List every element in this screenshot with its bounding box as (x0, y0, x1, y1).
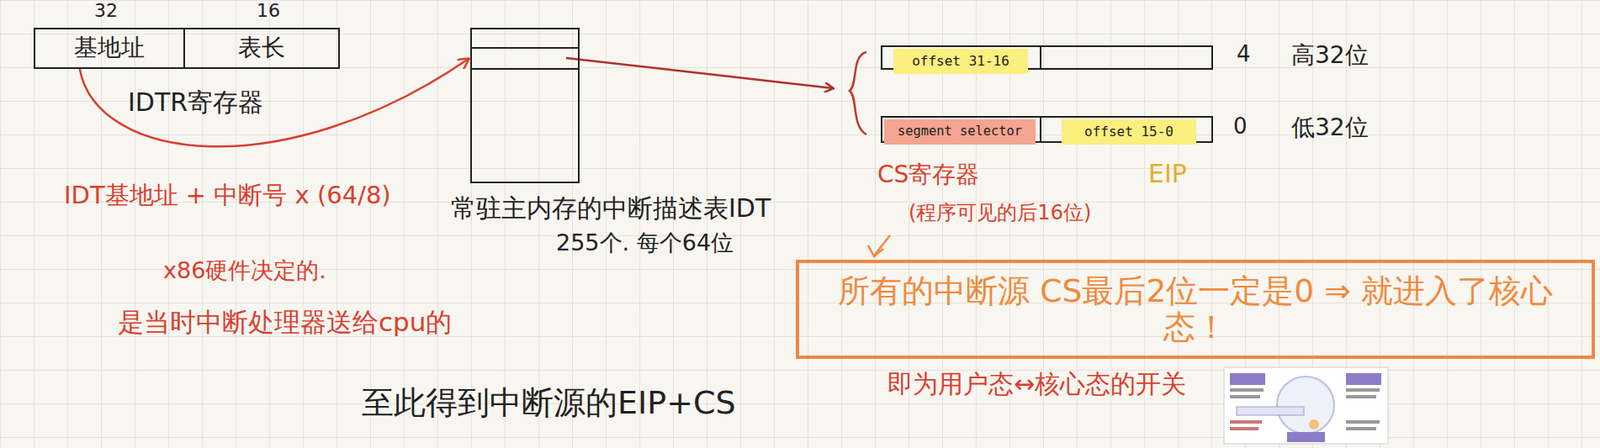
pointer-arrow (566, 58, 833, 89)
descriptor-divider (1039, 116, 1042, 143)
curved-arrow (79, 58, 469, 147)
note-text: 所有的中断源 CS最后2位一定是0 ⇒ 就进入了核心态！ (810, 273, 1580, 347)
half-label: 高32位 (1291, 42, 1369, 69)
table-row-line (470, 47, 580, 49)
register-name: IDTR寄存器 (127, 88, 264, 118)
field-label: 基地址 (74, 34, 145, 62)
offset-number: 0 (1233, 114, 1248, 140)
field-label: 表长 (238, 34, 286, 62)
leader-head (868, 245, 884, 257)
register-field: 表长 (183, 29, 339, 68)
descriptor-divider (1039, 46, 1042, 69)
bit-width: 16 (256, 0, 281, 22)
offset-number: 4 (1236, 42, 1251, 68)
formula-note: IDT基地址 + 中断号 x (64/8) (63, 181, 392, 210)
thumbnail-picture (1223, 367, 1389, 445)
summary-note: 至此得到中断源的EIP+CS (361, 385, 737, 423)
brace (849, 52, 867, 135)
field-label: offset 31-16 (911, 53, 1010, 69)
register-box: IDTR寄存器基地址表长 (33, 27, 340, 69)
field-label: offset 15-0 (1084, 124, 1174, 140)
idt-table: 常驻主内存的中断描述表IDT255个. 每个64位 (470, 27, 580, 184)
hand-note: x86硬件决定的. (163, 257, 327, 284)
field-label: segment selector (897, 124, 1023, 140)
hand-note: (程序可见的后16位) (908, 201, 1092, 226)
hand-note: 是当时中断处理器送给cpu的 (117, 307, 452, 339)
table-row-line (470, 68, 580, 70)
table-note: 255个. 每个64位 (556, 229, 734, 256)
note-box: 所有的中断源 CS最后2位一定是0 ⇒ 就进入了核心态！ (795, 259, 1595, 360)
register-label: EIP (1148, 159, 1187, 190)
leader-arrow (874, 235, 891, 255)
highlight-field: offset 31-16 (893, 48, 1028, 75)
table-caption: 常驻主内存的中断描述表IDT (450, 194, 771, 224)
register-label: CS寄存器 (877, 161, 980, 189)
bit-width: 32 (94, 0, 118, 22)
hand-note: 即为用户态↔核心态的开关 (887, 370, 1187, 400)
highlight-field: offset 15-0 (1061, 119, 1197, 145)
highlight-field: segment selector (884, 119, 1036, 145)
half-label: 低32位 (1291, 114, 1369, 142)
register-field: 基地址 (35, 29, 184, 68)
